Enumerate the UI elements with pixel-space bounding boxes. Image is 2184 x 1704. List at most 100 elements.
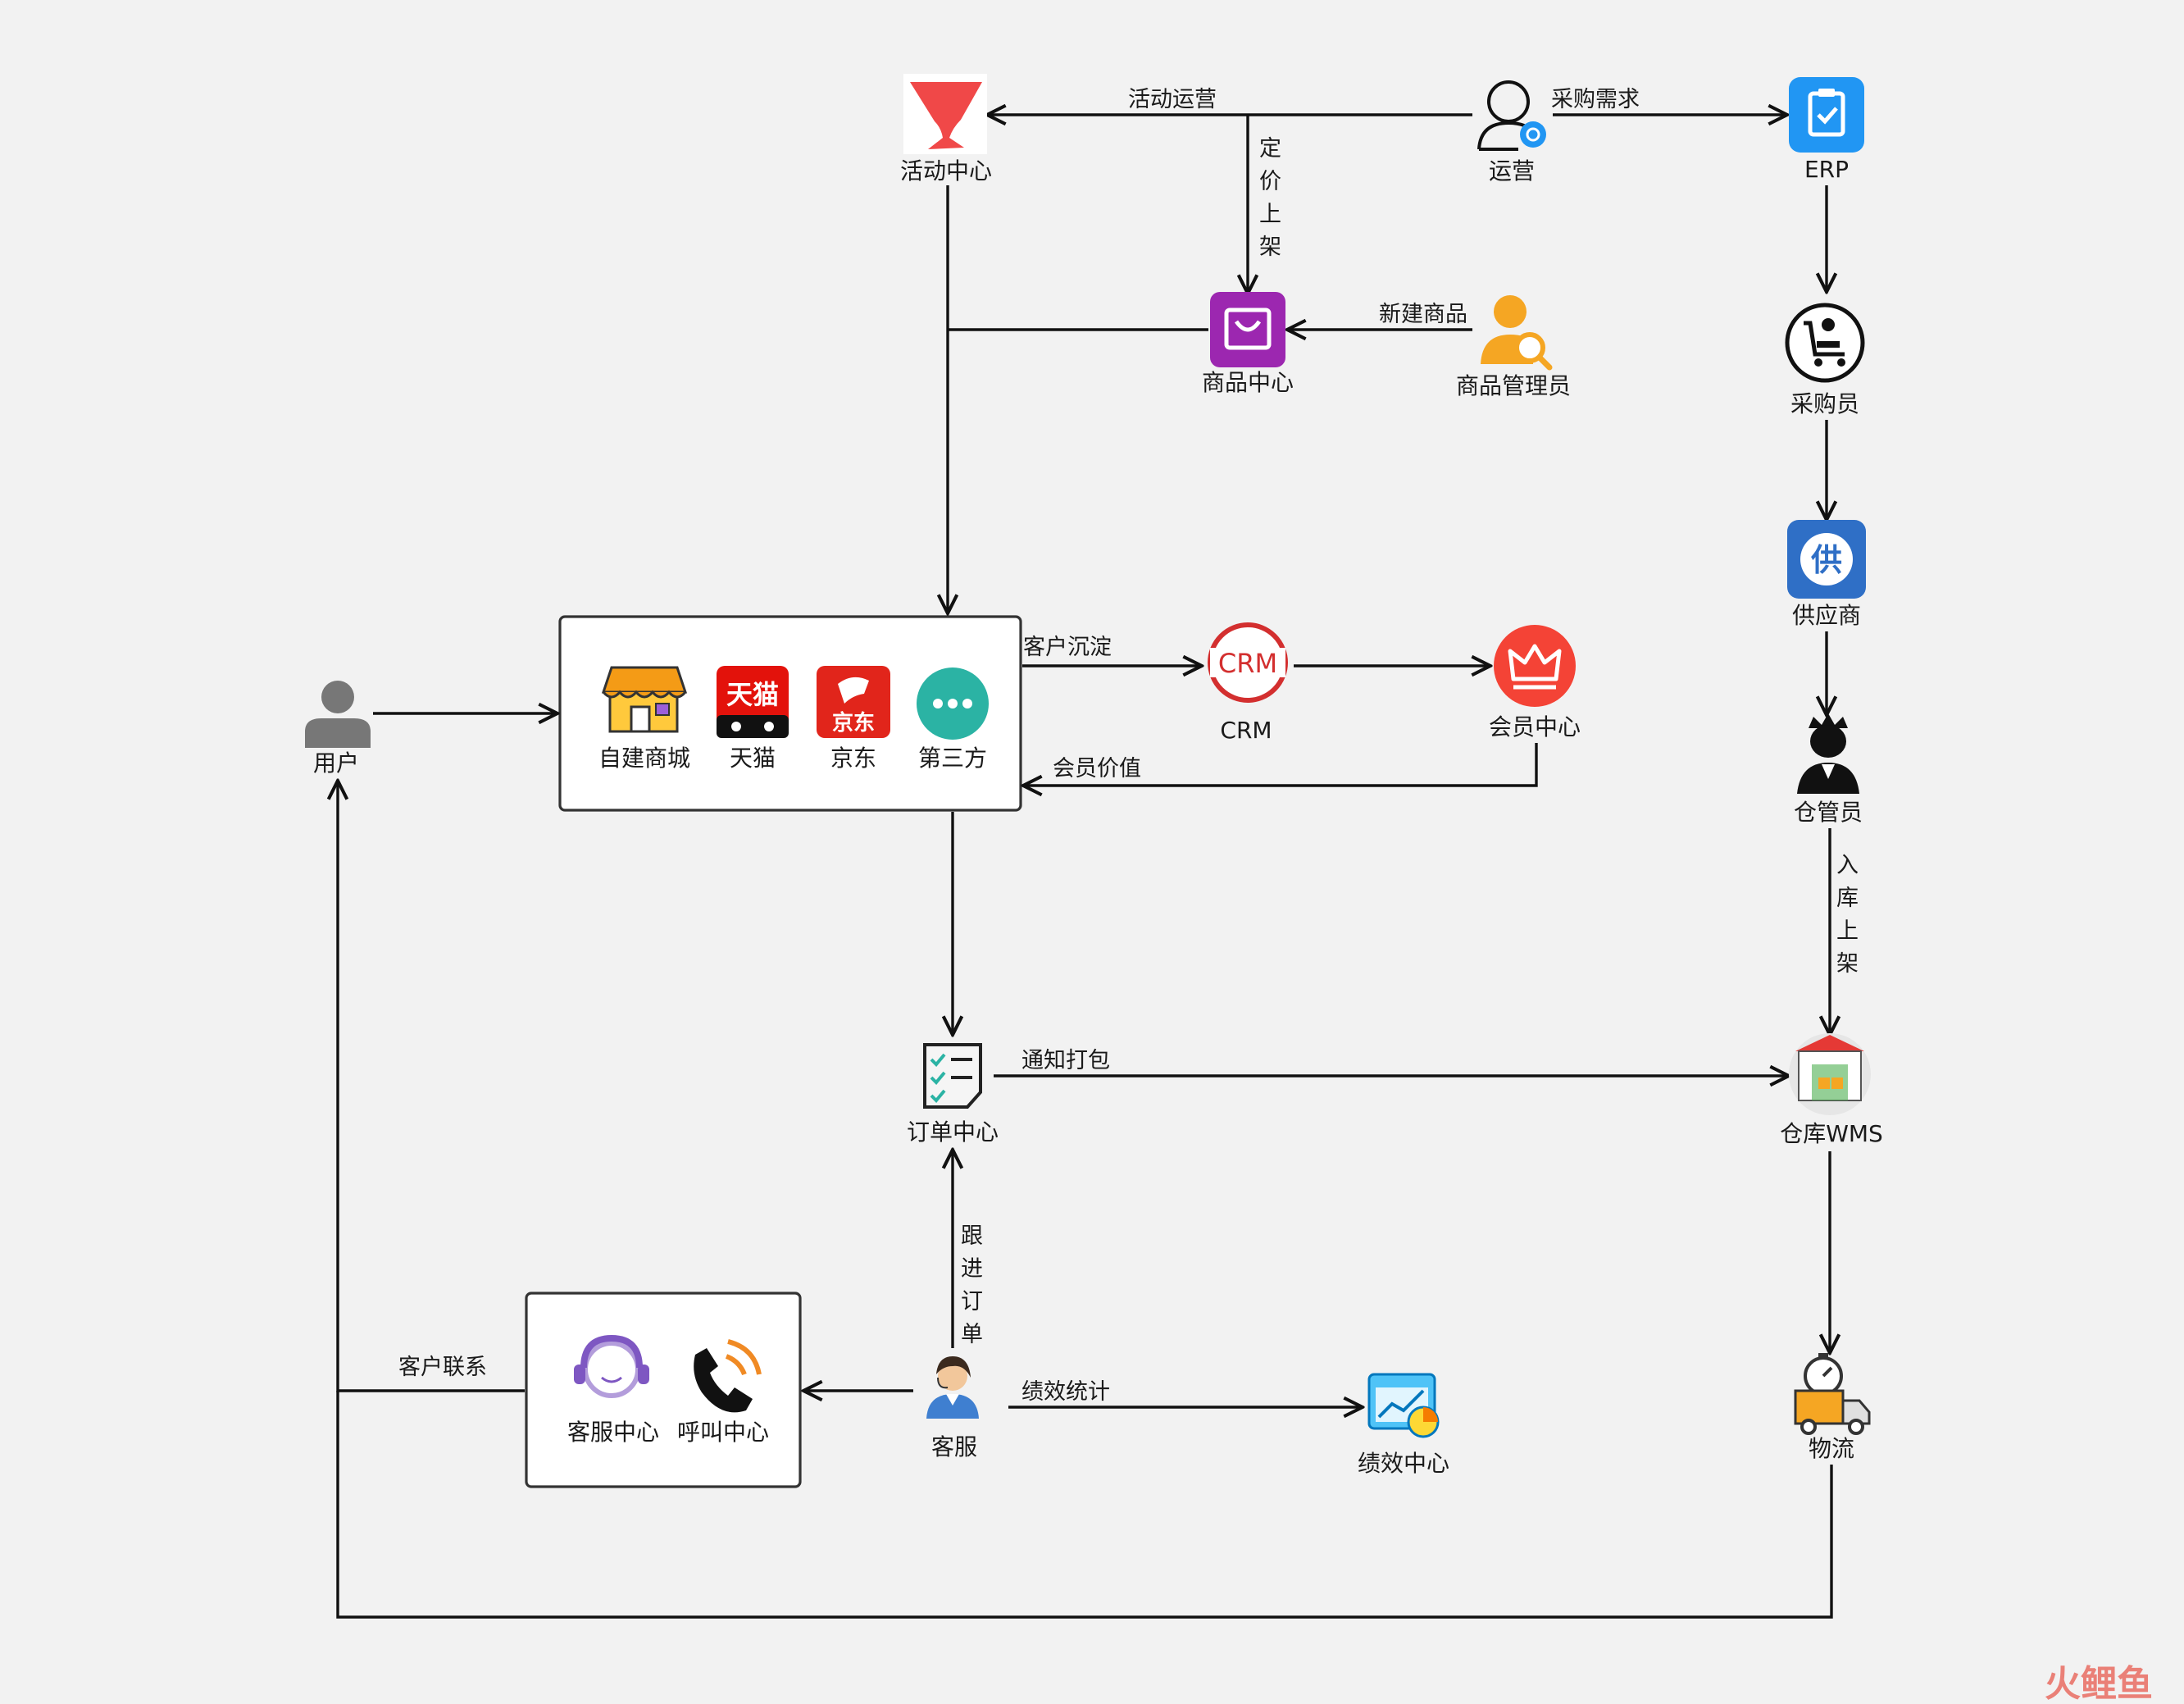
label-activity-ops: 活动运营 [1128, 87, 1217, 112]
headset-icon [574, 1334, 649, 1398]
svg-text:价: 价 [1259, 169, 1281, 194]
flag-icon [903, 74, 987, 154]
svg-text:供应商: 供应商 [1792, 602, 1861, 629]
tmall-icon: 天猫 [717, 666, 789, 738]
svg-text:采购员: 采购员 [1790, 390, 1859, 417]
crown-icon [1494, 625, 1576, 707]
label-member-value: 会员价值 [1053, 756, 1141, 781]
label-notify-pack: 通知打包 [1021, 1048, 1110, 1073]
svg-text:活动中心: 活动中心 [900, 157, 992, 185]
svg-text:商品中心: 商品中心 [1202, 369, 1294, 396]
node-operations: 运营 [1477, 80, 1546, 185]
svg-text:上: 上 [1259, 202, 1281, 227]
crm-icon: CRM [1208, 622, 1288, 703]
svg-text:运营: 运营 [1489, 157, 1535, 185]
svg-text:仓库WMS: 仓库WMS [1780, 1120, 1883, 1147]
node-warehouse-keeper: 仓管员 [1794, 713, 1863, 826]
delivery-truck-icon [1794, 1353, 1871, 1435]
label-purchase-demand: 采购需求 [1551, 87, 1640, 112]
operator-icon [1477, 80, 1546, 151]
label-performance-stats: 绩效统计 [1021, 1379, 1110, 1405]
svg-text:架: 架 [1259, 235, 1281, 260]
edge-logistics-user [336, 1391, 1833, 1619]
svg-text:自建商城: 自建商城 [598, 745, 690, 772]
channel-box [558, 615, 1022, 812]
supplier-icon: 供 [1787, 520, 1866, 599]
service-box [525, 1292, 802, 1488]
node-performance-center: 绩效中心 [1358, 1373, 1449, 1477]
watermark-logo: 火鲤鱼 [2045, 1663, 2153, 1704]
node-jd: 京东 京东 [817, 666, 890, 772]
svg-text:天猫: 天猫 [726, 679, 779, 710]
svg-text:库: 库 [1836, 886, 1859, 911]
person-icon [305, 681, 371, 748]
node-member-center: 会员中心 [1489, 625, 1581, 740]
node-third-party: 第三方 [917, 667, 989, 772]
label-customer-retention: 客户沉淀 [1023, 635, 1112, 660]
svg-text:物流: 物流 [1809, 1435, 1854, 1462]
more-dots-icon [917, 667, 989, 740]
edge-member-value [1023, 743, 1538, 786]
store-icon [601, 666, 688, 733]
node-service-center: 客服中心 [567, 1334, 659, 1446]
svg-text:商品管理员: 商品管理员 [1456, 372, 1571, 399]
node-logistics: 物流 [1794, 1353, 1871, 1462]
edge-customer-contact [338, 781, 525, 1392]
svg-text:单: 单 [961, 1322, 983, 1347]
svg-text:入: 入 [1836, 853, 1859, 878]
svg-text:客服中心: 客服中心 [567, 1419, 659, 1446]
label-follow-order: 跟 进 订 单 [961, 1223, 983, 1347]
node-wms: 仓库WMS [1780, 1033, 1883, 1147]
node-user: 用户 [305, 681, 371, 777]
phone-icon [694, 1339, 762, 1413]
shopping-bag-icon [1210, 292, 1285, 367]
node-erp: ERP [1789, 77, 1864, 183]
svg-text:呼叫中心: 呼叫中心 [677, 1419, 769, 1446]
svg-text:客服: 客服 [931, 1433, 977, 1460]
node-customer-service: 客服 [926, 1356, 979, 1460]
jd-icon: 京东 [817, 666, 890, 738]
svg-text:架: 架 [1836, 951, 1859, 977]
node-product-center: 商品中心 [1202, 292, 1294, 396]
node-activity-center: 活动中心 [900, 74, 992, 185]
checklist-icon [923, 1043, 982, 1109]
svg-text:CRM: CRM [1220, 717, 1272, 744]
node-self-mall: 自建商城 [598, 666, 690, 772]
node-crm: CRM CRM [1208, 622, 1288, 744]
edges [336, 115, 1833, 1619]
svg-text:京东: 京东 [830, 745, 876, 772]
svg-text:上: 上 [1836, 918, 1859, 944]
svg-text:用户: 用户 [313, 749, 359, 777]
svg-text:定: 定 [1259, 136, 1281, 162]
node-product-admin: 商品管理员 [1456, 295, 1571, 399]
svg-text:绩效中心: 绩效中心 [1358, 1450, 1449, 1477]
svg-text:ERP: ERP [1804, 156, 1849, 183]
svg-text:订单中心: 订单中心 [907, 1119, 999, 1146]
label-price-listing: 定 价 上 架 [1259, 136, 1281, 260]
label-stock-in: 入 库 上 架 [1836, 853, 1859, 977]
svg-text:供: 供 [1811, 542, 1842, 578]
agent-icon [926, 1356, 979, 1419]
user-search-icon [1481, 295, 1553, 371]
svg-text:CRM: CRM [1218, 648, 1277, 679]
node-tmall: 天猫 天猫 [717, 666, 789, 772]
node-buyer: 采购员 [1785, 303, 1865, 417]
svg-text:跟: 跟 [961, 1223, 983, 1249]
warehouse-icon [1789, 1033, 1871, 1115]
label-new-product: 新建商品 [1379, 302, 1467, 327]
node-order-center: 订单中心 [907, 1043, 999, 1146]
svg-text:京东: 京东 [832, 710, 875, 736]
svg-text:订: 订 [961, 1289, 983, 1314]
worker-icon [1797, 713, 1859, 794]
node-supplier: 供 供应商 [1787, 520, 1866, 629]
node-call-center: 呼叫中心 [677, 1339, 769, 1446]
svg-text:仓管员: 仓管员 [1794, 799, 1863, 826]
svg-text:天猫: 天猫 [730, 745, 776, 772]
svg-text:会员中心: 会员中心 [1489, 713, 1581, 740]
svg-text:进: 进 [961, 1256, 983, 1282]
analytics-icon [1367, 1373, 1440, 1438]
cart-user-icon [1785, 303, 1865, 383]
label-customer-contact: 客户联系 [398, 1355, 487, 1380]
svg-text:第三方: 第三方 [918, 745, 987, 772]
